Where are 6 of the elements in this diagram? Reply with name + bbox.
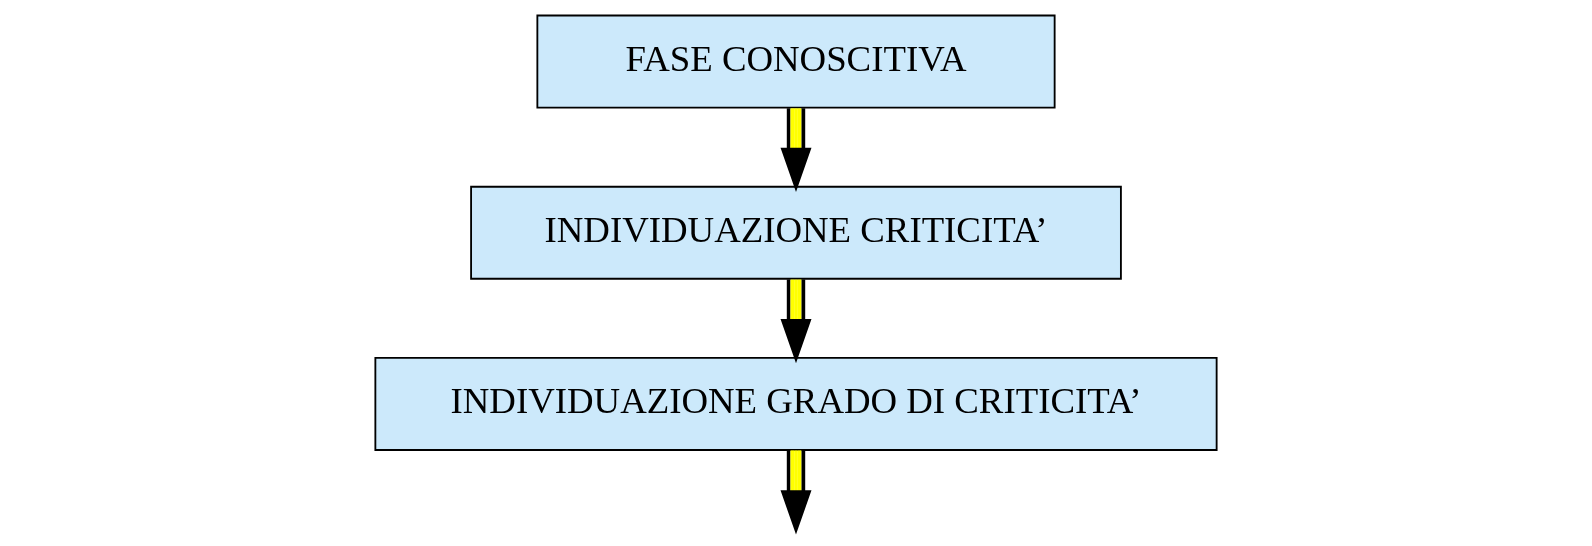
arrow <box>780 279 812 364</box>
node-box: FASE CONOSCITIVA <box>536 14 1056 109</box>
node-box: INDIVIDUAZIONE GRADO DI CRITICITA’ <box>374 357 1218 451</box>
node-box: INDIVIDUAZIONE CRITICITA’ <box>470 185 1122 280</box>
arrow <box>780 450 812 535</box>
arrow <box>780 108 812 193</box>
